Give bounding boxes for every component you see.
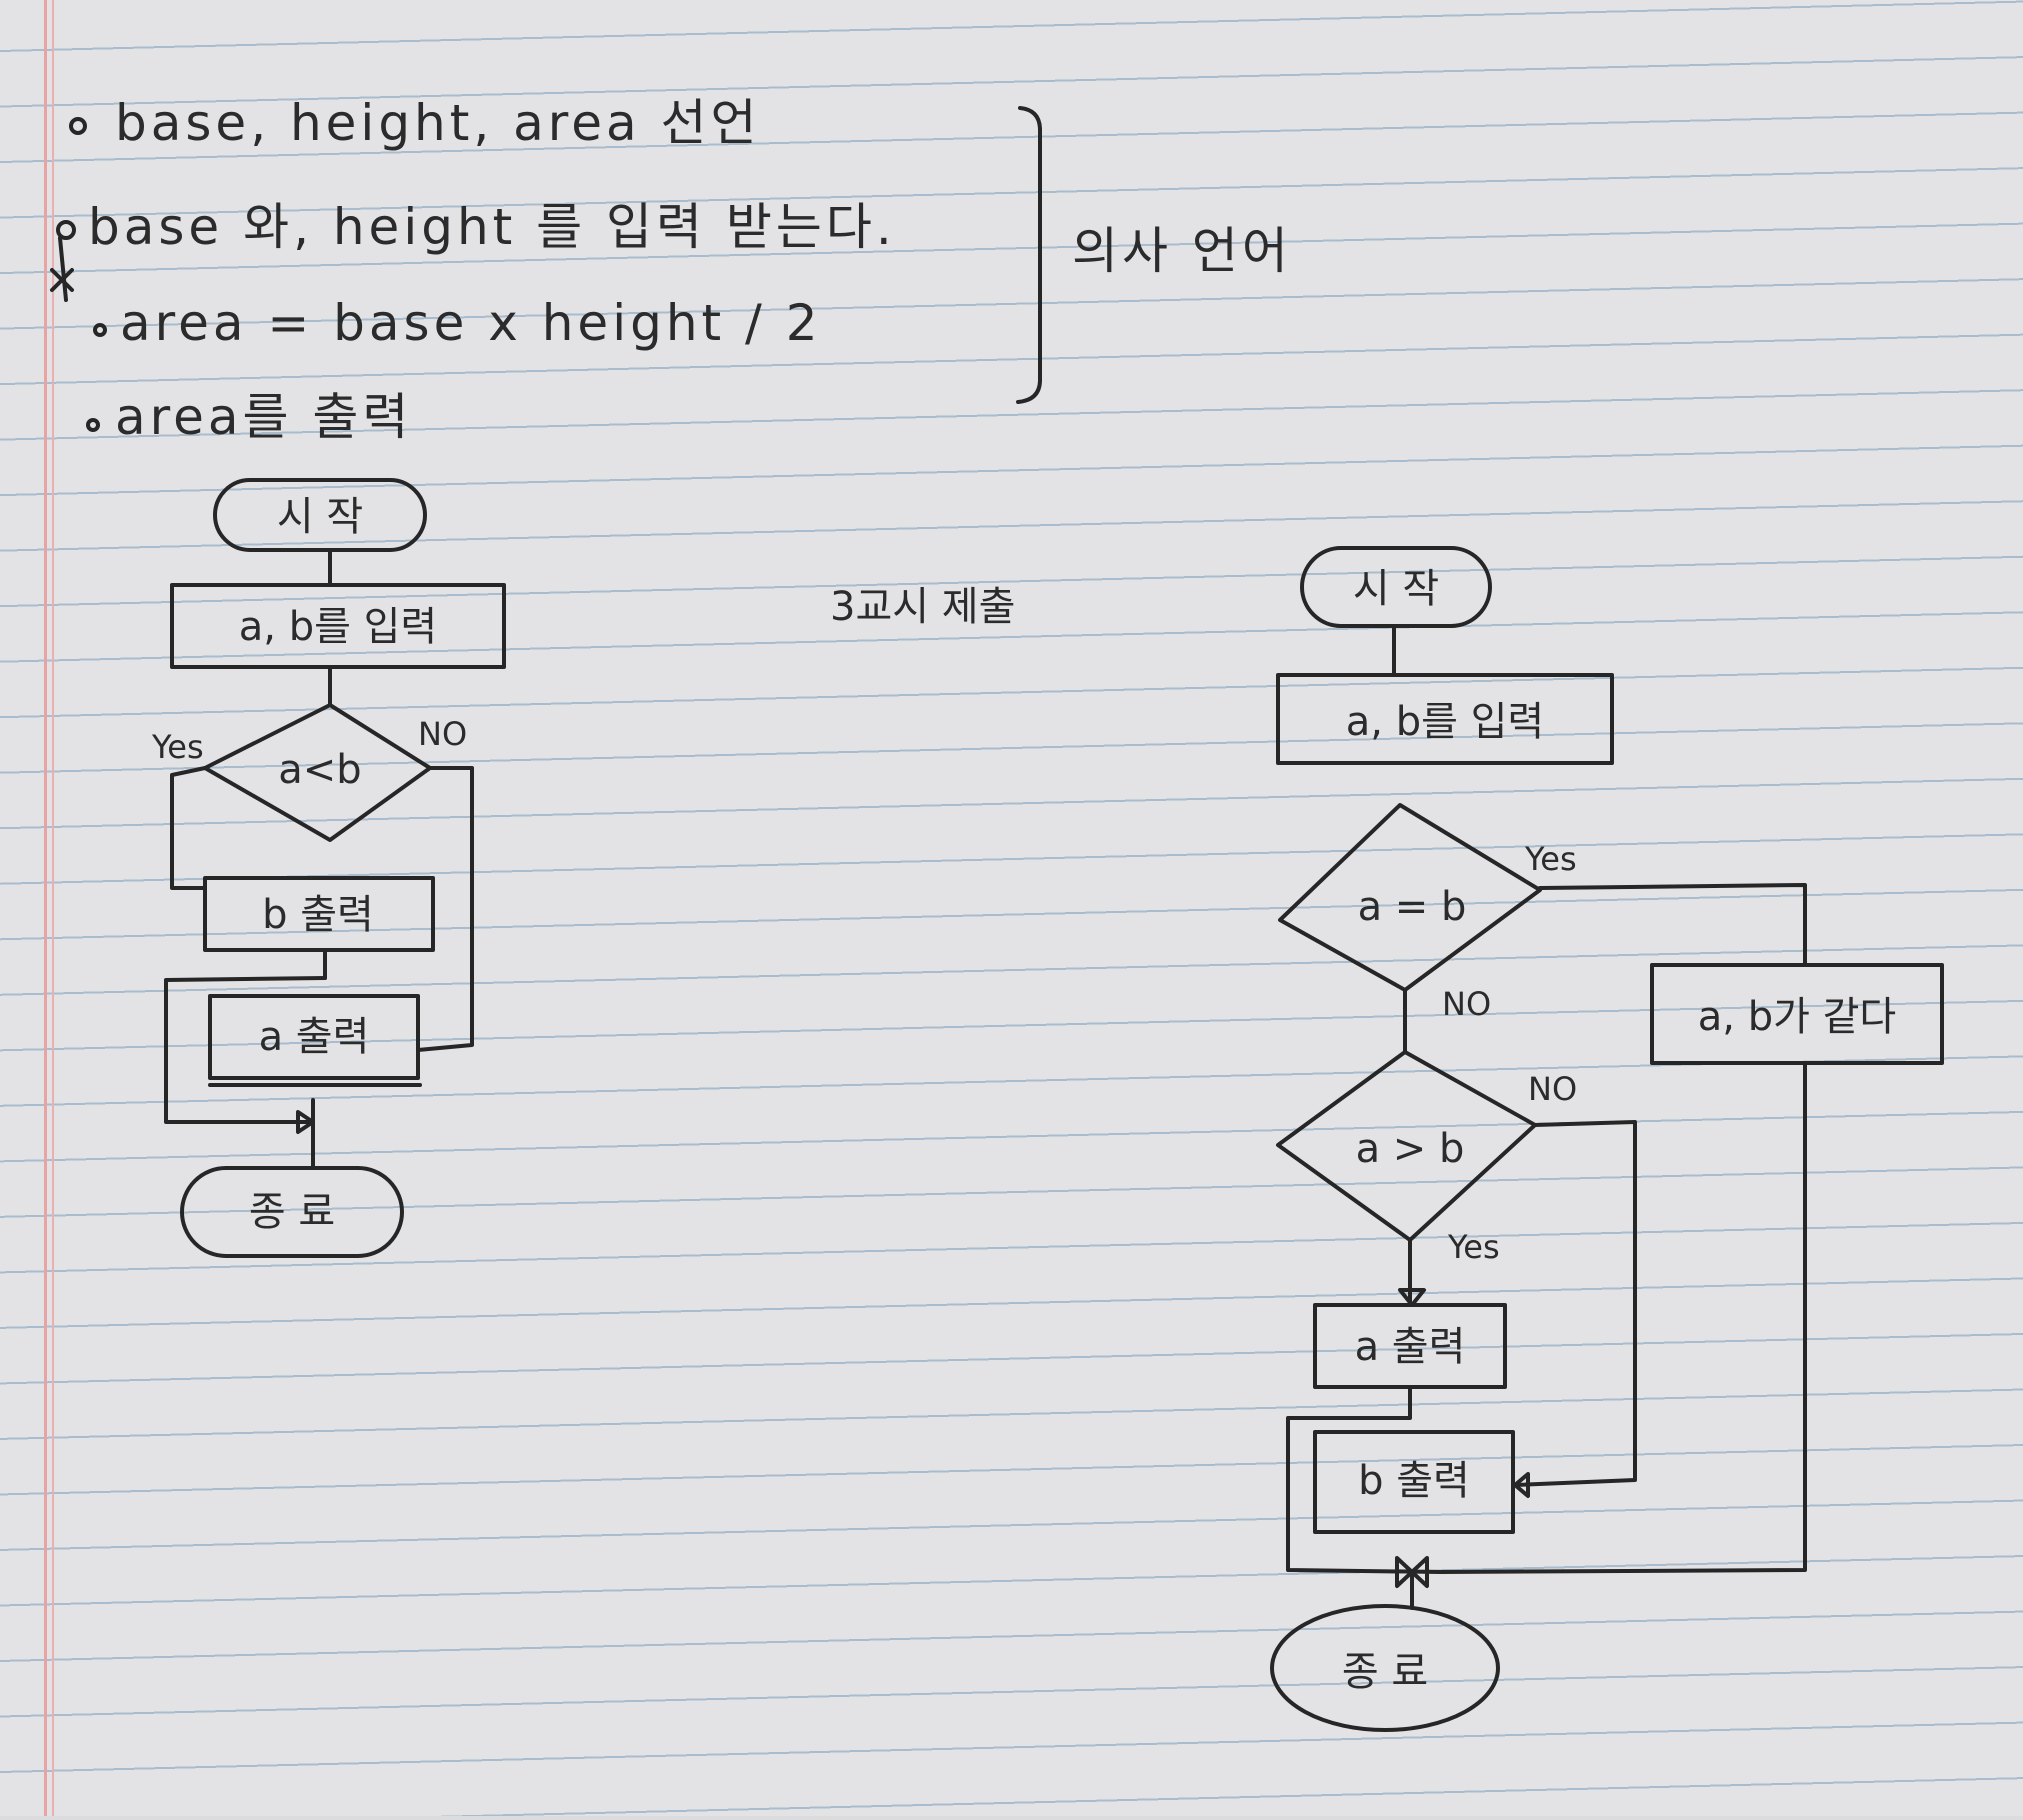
decision-label: a<b — [278, 747, 361, 793]
d1-yes-label: Yes — [1524, 840, 1577, 878]
pseudocode-line-4: area를 출력 — [115, 388, 412, 446]
pseudocode-line-1: base, height, area 선언 — [115, 94, 761, 152]
input-label: a, b를 입력 — [239, 604, 437, 650]
decision-diamond — [203, 703, 432, 842]
merge-line — [1286, 1385, 1442, 1574]
equal-to-end-line — [1438, 1061, 1807, 1574]
submission-note: 3교시 제출 — [830, 584, 1015, 630]
bullet-icon — [56, 220, 76, 240]
output-b-label: b 출력 — [262, 892, 374, 938]
no-label: NO — [418, 715, 467, 753]
d2-no-label: NO — [1528, 1070, 1577, 1108]
flowchart-2: 시 작 a, b를 입력 a = b Yes NO a, b가 같다 a > b… — [1270, 546, 1944, 1732]
pseudocode-line-2: base 와, height 를 입력 받는다. — [88, 198, 896, 256]
decision-2-label: a > b — [1356, 1126, 1465, 1172]
output-a-box — [208, 994, 420, 1080]
bullet-icon — [86, 418, 100, 432]
bullet-icon — [69, 117, 87, 135]
output-b-box — [1313, 1430, 1515, 1534]
equal-output-box — [1650, 963, 1944, 1065]
pseudocode-line-3: area = base x height / 2 — [120, 294, 822, 352]
start-label: 시 작 — [1353, 566, 1439, 612]
yes-branch-line — [1538, 883, 1807, 967]
pseudocode-label: 의사 언어 — [1072, 222, 1292, 280]
input-box — [1276, 673, 1614, 765]
equal-output-label: a, b가 같다 — [1698, 994, 1896, 1040]
end-terminal — [180, 1166, 404, 1258]
yes-branch-line — [170, 766, 207, 890]
start-terminal — [213, 478, 427, 552]
input-box — [170, 583, 506, 669]
arrow-icon — [1513, 1472, 1530, 1498]
end-label: 종 료 — [249, 1189, 335, 1235]
start-label: 시 작 — [277, 494, 363, 540]
no-branch-line — [416, 766, 474, 1052]
output-a-label: a 출력 — [1355, 1324, 1466, 1370]
arrow-icon — [296, 1110, 315, 1134]
pseudocode-block: base, height, area 선언 base 와, height 를 입… — [50, 94, 1292, 446]
yes-label: Yes — [151, 728, 204, 766]
correction-mark — [50, 236, 74, 302]
input-label: a, b를 입력 — [1346, 699, 1544, 745]
d1-no-label: NO — [1442, 985, 1491, 1023]
arrow-icon — [1398, 1288, 1426, 1307]
no-branch-line — [1513, 1120, 1637, 1487]
end-label: 종 료 — [1342, 1649, 1428, 1695]
output-b-label: b 출력 — [1358, 1458, 1470, 1504]
end-terminal — [1270, 1604, 1500, 1732]
bracket — [1016, 106, 1042, 404]
arrow-icon — [1395, 1556, 1429, 1588]
decision-1-label: a = b — [1358, 884, 1467, 930]
bullet-icon — [93, 323, 107, 337]
merge-line — [164, 976, 327, 1124]
d2-yes-label: Yes — [1447, 1228, 1500, 1266]
output-b-box — [203, 876, 435, 952]
output-a-label: a 출력 — [259, 1014, 370, 1060]
flowchart-1: 시 작 a, b를 입력 a<b Yes NO b 출력 a 출력 종 료 — [151, 478, 506, 1258]
